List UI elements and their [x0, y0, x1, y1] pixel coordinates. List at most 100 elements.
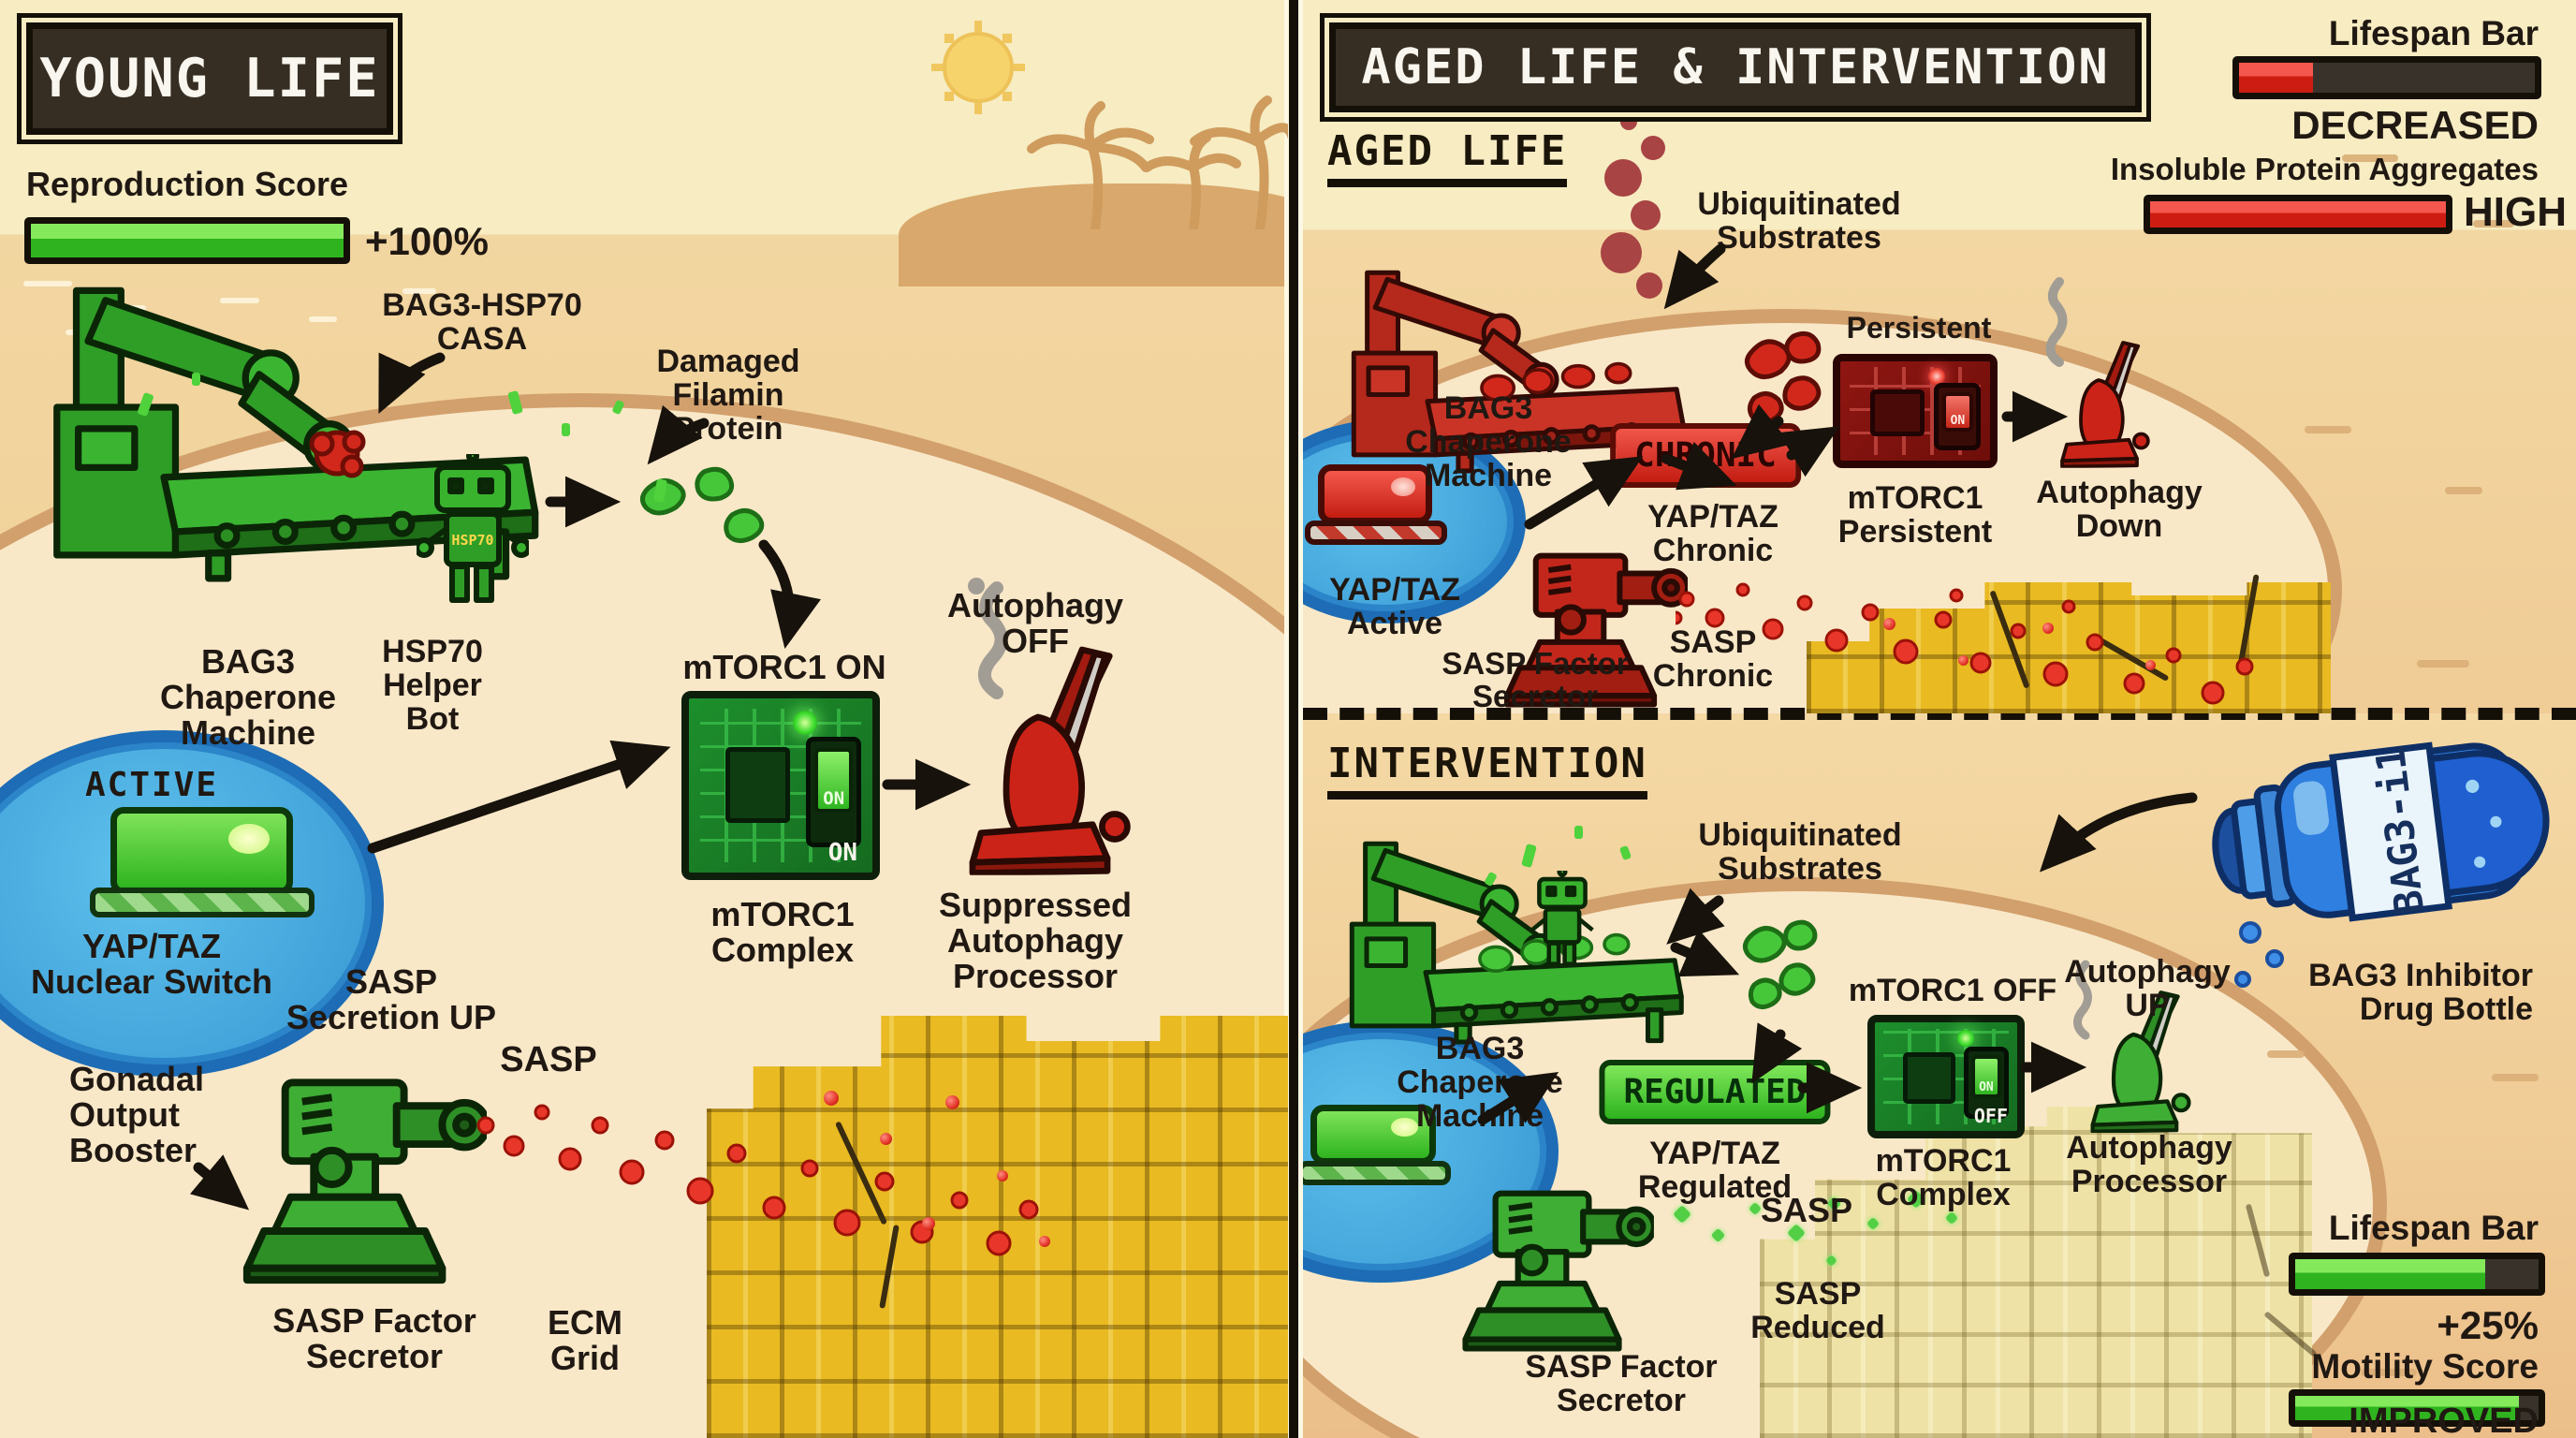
int-mtorc1-complex-label: mTORC1 Complex	[1875, 1143, 2012, 1213]
switch-knob: ON	[1970, 1055, 2001, 1098]
reproduction-score-fill	[31, 224, 344, 257]
hsp70-helper-bot-icon	[417, 454, 529, 603]
aggregates-status: HIGH	[2464, 189, 2567, 235]
sasp-reduced-label: SASP Reduced	[1750, 1276, 1885, 1346]
power-led	[1928, 368, 1945, 386]
sasp-secretor-label: SASP Factor Secretor	[272, 1301, 476, 1376]
autophagy-off-label: Autophagy OFF	[947, 586, 1123, 661]
smoke-icon	[2045, 277, 2068, 367]
aged-panel-title: AGED LIFE & INTERVENTION	[1361, 39, 2110, 95]
on-switch: ON	[806, 736, 862, 847]
green-substrate-cluster-icon	[1743, 919, 1818, 1009]
cpu-chip	[725, 747, 790, 823]
sasp-secretion-up-label: SASP Secretion UP	[285, 962, 497, 1037]
young-life-panel: YOUNG LIFE Reproduction Score +100%	[0, 0, 1288, 1438]
int-lifespan-value: +25%	[2437, 1303, 2539, 1347]
red-smoke-icon	[1601, 113, 1665, 299]
drug-drops-icon	[2234, 921, 2284, 988]
switch-light	[1391, 1118, 1418, 1137]
active-label: ACTIVE	[84, 766, 219, 804]
sasp-particle-spray	[476, 1104, 1039, 1256]
intervention-bag3-machine-icon	[1339, 833, 1687, 1049]
switch-knob: ON	[814, 748, 854, 813]
reproduction-score-bar	[24, 217, 350, 264]
chronic-badge: CHRONIC	[1610, 423, 1801, 488]
ecm-grid-icon	[707, 1016, 1288, 1438]
sasp-label: SASP	[500, 1040, 597, 1079]
aged-machine-label: BAG3 Chaperone Machine	[1405, 390, 1572, 494]
mtorc1-persistent-icon: ON	[1833, 354, 1998, 468]
sun-icon	[931, 21, 1025, 114]
mtorc1-complex-label: mTORC1 Complex	[710, 895, 855, 970]
cpu-chip	[1903, 1052, 1955, 1104]
int-lifespan-label: Lifespan Bar	[2328, 1209, 2539, 1247]
lifespan-fill	[2239, 63, 2313, 93]
aggregates-fill	[2150, 201, 2446, 227]
lifespan-status: DECREASED	[2291, 103, 2539, 147]
motility-bar	[2289, 1389, 2545, 1427]
smoke-icon	[968, 578, 1008, 699]
suppressed-processor-label: Suppressed Autophagy Processor	[938, 886, 1133, 996]
autophagy-up-label: Autophagy UP	[2064, 954, 2231, 1024]
switch-knob: ON	[1941, 391, 1974, 433]
autophagy-processor-label: Autophagy Processor	[2066, 1130, 2232, 1200]
gonadal-booster-label: Gonadal Output Booster	[69, 1060, 205, 1170]
hsp70-chest-label: HSP70	[451, 532, 494, 549]
yaptaz-switch-icon	[110, 807, 293, 895]
int-yaptaz-base	[1303, 1161, 1451, 1185]
yaptaz-regulated-label: YAP/TAZ Regulated	[1637, 1136, 1793, 1206]
power-led	[1957, 1030, 1975, 1048]
switch-light	[228, 824, 270, 855]
sasp-chronic-spray	[1676, 582, 2254, 705]
int-mtorc1-icon: ON OFF	[1867, 1015, 2025, 1138]
mtorc1-persistent-label: mTORC1 Persistent	[1837, 480, 1993, 550]
young-life-title-box: YOUNG LIFE	[26, 22, 393, 135]
filamin-fragments-icon	[640, 466, 765, 543]
young-life-title: YOUNG LIFE	[39, 48, 380, 110]
bag3-inhibitor-bottle-icon: BAG3-i1	[2212, 741, 2550, 922]
belt-robot-icon	[1530, 871, 1594, 966]
damaged-protein-in-claw-icon	[309, 430, 366, 478]
on-switch: ON	[1934, 383, 1982, 450]
int-ecm-icon	[1760, 1107, 2312, 1438]
damaged-filamin-label: Damaged Filamin Protein	[656, 344, 800, 448]
int-lifespan-bar	[2289, 1253, 2545, 1296]
switch-caption: OFF	[1973, 1105, 2008, 1127]
intervention-heading: INTERVENTION	[1327, 740, 1647, 800]
lifespan-bar-label: Lifespan Bar	[2328, 14, 2539, 52]
persistent-label: Persistent	[1846, 311, 1992, 345]
aged-life-heading: AGED LIFE	[1327, 127, 1568, 187]
aged-ubiquitinated-label: Ubiquitinated Substrates	[1697, 186, 1901, 257]
mtorc1-complex-icon: ON ON	[681, 691, 880, 880]
reproduction-score-label: Reproduction Score	[26, 165, 349, 203]
int-secretor-label: SASP Factor Secretor	[1525, 1349, 1718, 1419]
int-ubiquitinated-label: Ubiquitinated Substrates	[1698, 817, 1902, 888]
int-machine-label: BAG3 Chaperone Machine	[1397, 1031, 1563, 1135]
autophagy-down-label: Autophagy Down	[2036, 475, 2203, 545]
regulated-badge: REGULATED	[1599, 1060, 1831, 1124]
sasp-chronic-label: SASP Chronic	[1652, 624, 1774, 695]
aged-life-section: AGED LIFE & INTERVENTION Lifespan Bar DE…	[1303, 0, 2576, 713]
aged-title-box: AGED LIFE & INTERVENTION	[1329, 22, 2142, 112]
panel-divider	[1284, 0, 1303, 1438]
switch-light	[1391, 477, 1416, 496]
bag3-machine-label: BAG3 Chaperone Machine	[159, 642, 337, 753]
smoke-icon	[2073, 960, 2092, 1040]
cpu-chip	[1870, 389, 1925, 436]
mtorc1-off-label: mTORC1 OFF	[1848, 973, 2057, 1008]
aggregates-label: Insoluble Protein Aggregates	[2110, 152, 2539, 186]
ecm-grid-label: ECM Grid	[548, 1303, 622, 1378]
switch-caption: ON	[827, 839, 857, 867]
yaptaz-active-label: YAP/TAZ Active	[1329, 572, 1460, 642]
yaptaz-chronic-label: YAP/TAZ Chronic	[1647, 499, 1778, 569]
reproduction-score-value: +100%	[365, 219, 489, 263]
motility-label: Motility Score	[2311, 1347, 2539, 1386]
int-lifespan-fill	[2295, 1259, 2485, 1289]
motility-fill	[2295, 1396, 2520, 1420]
yaptaz-active-base	[1305, 521, 1447, 545]
mtorc1-on-label: mTORC1 ON	[682, 648, 886, 686]
hsp70-bot-label: HSP70 Helper Bot	[382, 634, 483, 738]
yaptaz-switch-base	[90, 888, 315, 917]
sasp-factor-secretor-icon	[232, 1050, 487, 1284]
